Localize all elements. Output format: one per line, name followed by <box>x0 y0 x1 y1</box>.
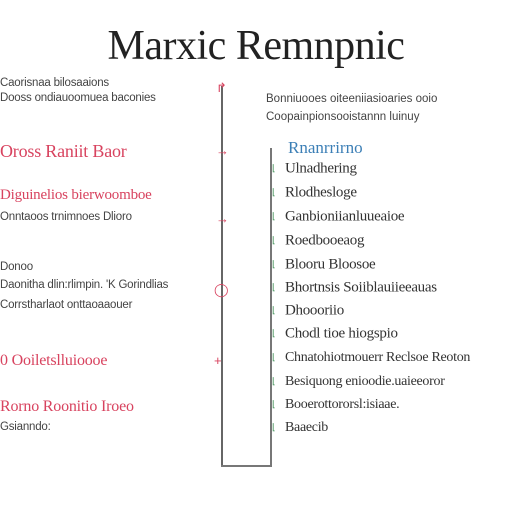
spine-marker-3: → <box>216 211 229 226</box>
right-item-3: ⌊ Ganbioniianluueaioe <box>272 208 512 226</box>
spine-connector <box>221 465 272 467</box>
right-item-10-label: Besiquong enioodie.uaieeoror <box>285 373 445 389</box>
right-item-8: ⌊ Chodl tioe hiogspio <box>272 325 512 343</box>
left-item-2: Oross Raniit Baor <box>0 140 205 162</box>
left-column: Caorisnaa bilosaaions Dooss ondiauoomuea… <box>0 70 205 490</box>
right-item-12-label: Baaecib <box>285 419 328 435</box>
check-icon: ⌊ <box>272 422 276 433</box>
left-item-3: Diguinelios bierwoomboe <box>0 184 205 206</box>
left-item-2-line-1: Oross Raniit Baor <box>0 141 127 161</box>
right-item-4: ⌊ Roedbooeaog <box>272 232 512 250</box>
check-icon: ⌊ <box>272 328 276 339</box>
right-item-1: ⌊ Ulnadhering <box>272 160 512 178</box>
check-icon: ⌊ <box>272 352 276 363</box>
right-item-4-label: Roedbooeaog <box>285 232 365 249</box>
spine-marker-1: ↱ <box>216 80 227 95</box>
right-item-10: ⌊ Besiquong enioodie.uaieeoror <box>272 373 512 391</box>
right-item-2-label: Rlodhesloge <box>285 184 357 201</box>
right-item-6: ⌊ Bhortnsis Soiiblauiieeauas <box>272 279 512 297</box>
spine-marker-5: + <box>214 353 222 368</box>
right-item-6-label: Bhortnsis Soiiblauiieeauas <box>285 279 437 296</box>
right-item-2: ⌊ Rlodhesloge <box>272 184 512 202</box>
left-item-5-line-3: Corrstharlaot onttaoaaouer <box>0 299 133 311</box>
check-icon: ⌊ <box>272 399 276 410</box>
left-item-4-line-1: Onntaoos trnimnoes Dlioro <box>0 211 132 223</box>
right-item-9: ⌊ Chnatohiotmouerr Reclsoe Reoton <box>272 349 512 367</box>
check-icon: ⌊ <box>272 259 276 270</box>
right-item-1-label: Ulnadhering <box>285 160 357 177</box>
right-item-12: ⌊ Baaecib <box>272 419 512 437</box>
right-item-11: ⌊ Booerottororsl:isiaae. <box>272 396 512 414</box>
left-item-1: Caorisnaa bilosaaions Dooss ondiauoomuea… <box>0 76 205 106</box>
check-icon: ⌊ <box>272 282 276 293</box>
diagram-title: Marxic Remnpnic <box>107 23 405 69</box>
right-top-line-1: Bonniuooes oiteeniiasioaries ooio <box>266 93 438 105</box>
check-icon: ⌊ <box>272 235 276 246</box>
left-item-5-line-2: Daonitha dlin:rlimpin. 'K Gorindlias <box>0 279 169 291</box>
right-item-8-label: Chodl tioe hiogspio <box>285 325 398 342</box>
left-item-7-line-2: Gsianndo: <box>0 421 51 433</box>
left-item-1-line-1: Caorisnaa bilosaaions <box>0 77 109 89</box>
check-icon: ⌊ <box>272 305 276 316</box>
right-item-5-label: Blooru Bloosoe <box>285 256 376 273</box>
left-item-3-line-1: Diguinelios bierwoomboe <box>0 187 152 203</box>
right-column: Bonniuooes oiteeniiasioaries ooio Coopai… <box>262 88 512 448</box>
left-item-1-line-2: Dooss ondiauoomuea baconies <box>0 92 156 104</box>
left-item-7-line-1: Rorno Roonitio Iroeo <box>0 398 134 415</box>
right-item-3-label: Ganbioniianluueaioe <box>285 208 405 225</box>
check-icon: ⌊ <box>272 211 276 222</box>
left-item-5-line-1: Donoo <box>0 261 33 273</box>
right-item-11-label: Booerottororsl:isiaae. <box>285 396 400 412</box>
left-item-5: Donoo Daonitha dlin:rlimpin. 'K Gorindli… <box>0 260 205 313</box>
left-item-4: Onntaoos trnimnoes Dlioro <box>0 210 205 225</box>
spine-marker-2: → <box>216 143 229 158</box>
right-item-7: ⌊ Dhoooriio <box>272 302 512 320</box>
check-icon: ⌊ <box>272 187 276 198</box>
right-top-line-2: Coopainpionsooistannn luinuy <box>266 111 420 123</box>
right-item-7-label: Dhoooriio <box>285 302 344 319</box>
check-icon: ⌊ <box>272 376 276 387</box>
right-item-9-label: Chnatohiotmouerr Reclsoe Reoton <box>285 349 471 365</box>
left-item-7: Rorno Roonitio Iroeo Gsianndo: <box>0 396 205 435</box>
secondary-spine <box>270 148 272 466</box>
right-heading: Rnanrrirno <box>288 138 363 157</box>
right-item-5: ⌊ Blooru Bloosoe <box>272 256 512 274</box>
spine-marker-4: ◯ <box>214 282 229 297</box>
left-item-6: 0 Ooiletslluioooe <box>0 350 205 372</box>
timeline-spine <box>221 86 223 466</box>
left-item-6-line-1: 0 Ooiletslluioooe <box>0 352 108 369</box>
check-icon: ⌊ <box>272 163 276 174</box>
right-top-text: Bonniuooes oiteeniiasioaries ooio Coopai… <box>266 92 437 125</box>
